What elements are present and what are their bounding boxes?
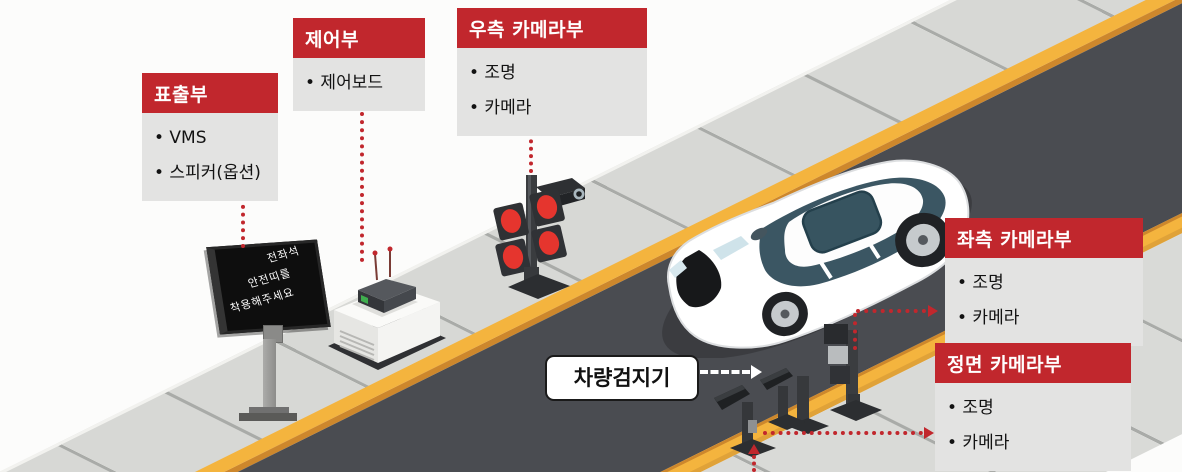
callout-item: • 제어보드: [305, 73, 383, 93]
callout-title: 표출부: [142, 73, 278, 113]
vms-pole: [263, 339, 276, 409]
callout-front-camera-unit: 정면 카메라부 • 조명 • 카메라: [935, 343, 1131, 471]
callout-title: 제어부: [293, 18, 425, 58]
arrow-control-unit: [360, 112, 364, 262]
vehicle-detector-head-right: [760, 368, 806, 430]
callout-right-camera-unit: 우측 카메라부 • 조명 • 카메라: [457, 8, 647, 136]
control-cabinet: [320, 246, 452, 380]
callout-item: • 조명: [947, 398, 994, 418]
callout-item: • VMS: [154, 128, 207, 148]
vms-base: [249, 407, 289, 414]
callout-control-unit: 제어부 • 제어보드: [293, 18, 425, 111]
arrow-head-vehicle-detector: [751, 365, 762, 379]
detector-and-camera-posts: [690, 310, 890, 472]
arrow-head-front-camera-stub: [748, 444, 760, 454]
arrow-left-camera-horizontal: [856, 309, 926, 313]
callout-title: 좌측 카메라부: [945, 218, 1143, 258]
arrow-front-camera-stub: [752, 455, 756, 472]
front-camera-post: [714, 385, 776, 457]
arrow-front-camera: [763, 431, 923, 435]
callout-item: • 카메라: [957, 308, 1020, 328]
car: [655, 138, 975, 358]
vms-screen: 전좌석 안전띠를 착용해주세요: [206, 239, 331, 335]
arrow-display-unit: [241, 197, 245, 248]
callout-item: • 조명: [957, 273, 1004, 293]
arrow-left-camera-vertical: [853, 313, 857, 350]
arrow-right-camera: [529, 132, 533, 173]
callout-title: 우측 카메라부: [457, 8, 647, 48]
vehicle-detector-label: 차량검지기: [545, 355, 699, 401]
callout-item: • 카메라: [947, 433, 1010, 453]
vms-sign: 전좌석 안전띠를 착용해주세요: [205, 239, 335, 426]
arrow-vehicle-detector: [700, 370, 750, 374]
callout-item: • 카메라: [469, 98, 532, 118]
callout-display-unit: 표출부 • VMS • 스피커(옵션): [142, 73, 278, 201]
callout-left-camera-unit: 좌측 카메라부 • 조명 • 카메라: [945, 218, 1143, 346]
vms-base-plate: [239, 413, 297, 421]
callout-item: • 스피커(옵션): [154, 163, 261, 183]
illuminator-lights: [493, 188, 567, 277]
left-camera-pole: [824, 324, 882, 421]
arrow-head-left-camera: [928, 305, 938, 317]
arrow-head-front-camera: [924, 427, 934, 439]
callout-title: 정면 카메라부: [935, 343, 1131, 383]
right-camera-pole: [488, 165, 600, 307]
callout-item: • 조명: [469, 63, 516, 83]
